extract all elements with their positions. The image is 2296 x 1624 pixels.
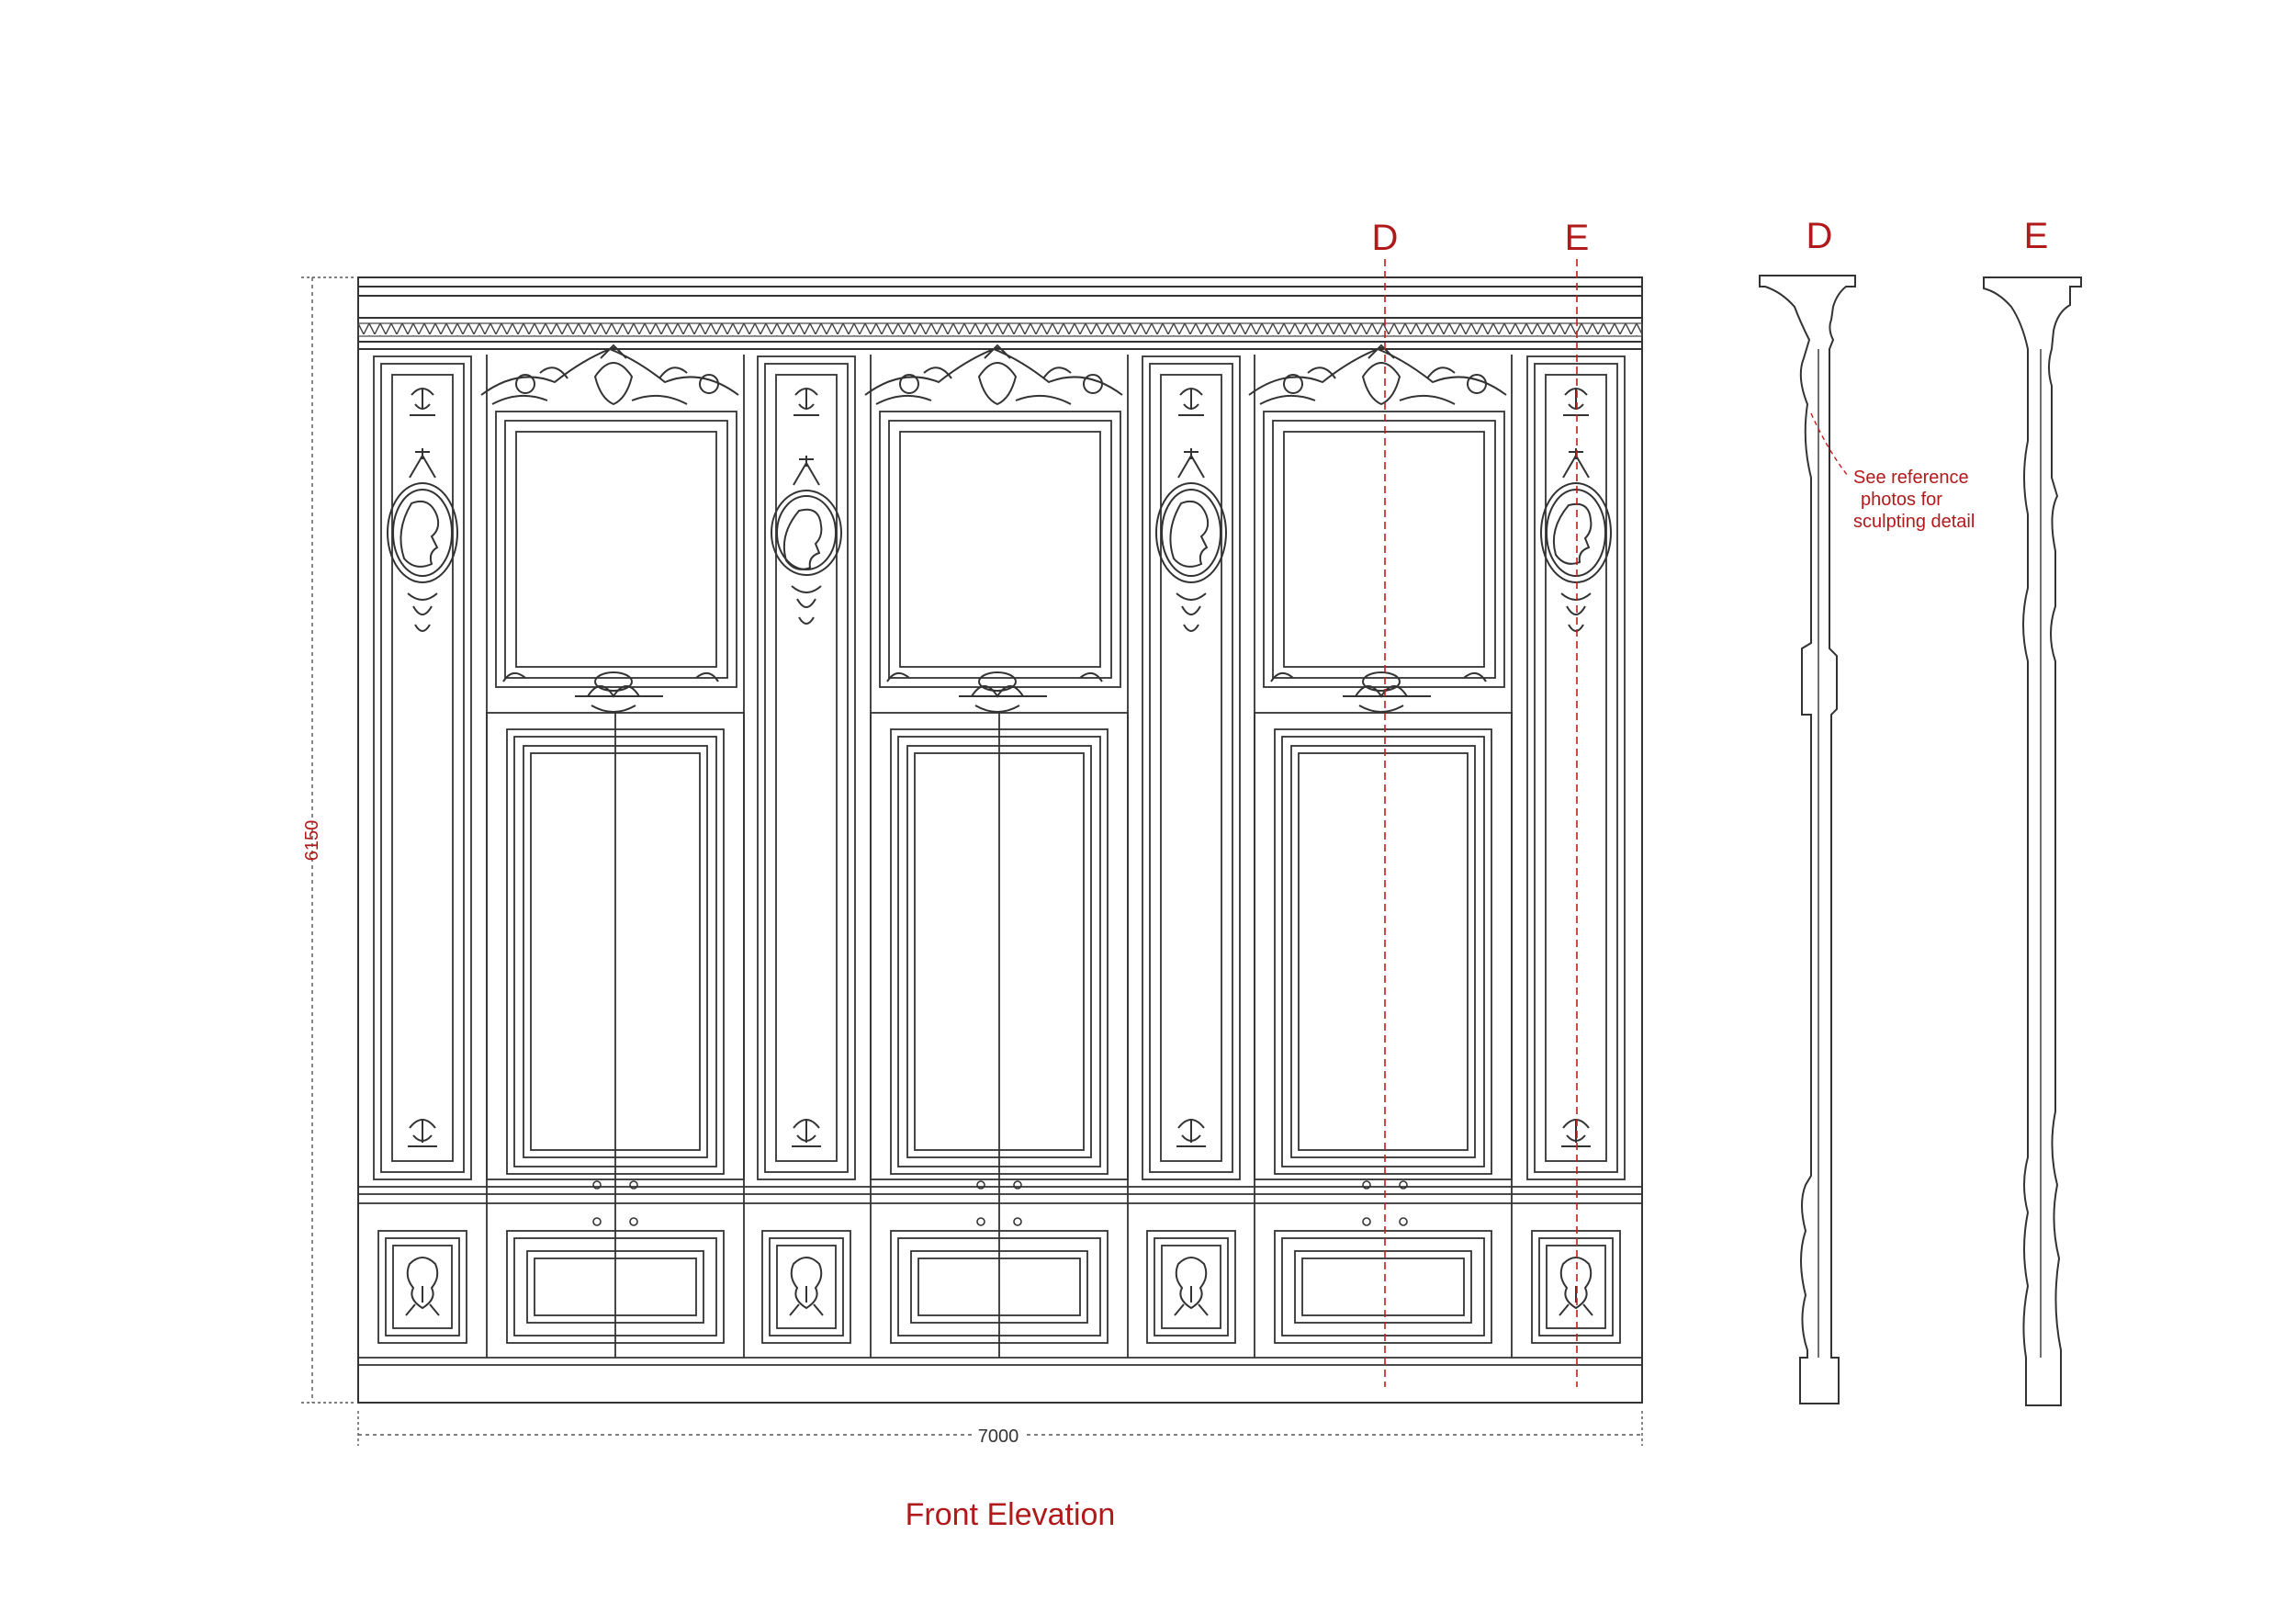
width-dimension-label: 7000 <box>978 1427 1019 1447</box>
section-profile-e <box>1983 276 2082 1406</box>
note-line-3: sculpting detail <box>1853 512 1975 532</box>
section-cut-lines <box>1384 259 1578 1387</box>
note-line-2: photos for <box>1861 490 1942 510</box>
note-leader <box>1810 412 1849 477</box>
height-dimension-label: 6150 <box>302 820 322 862</box>
section-marker-e-elevation: E <box>1565 218 1590 258</box>
section-marker-d-elevation: D <box>1372 218 1399 258</box>
pilaster-ornaments <box>408 388 1591 1147</box>
medallions <box>387 448 1612 632</box>
wall-frame <box>358 355 1642 1366</box>
door-panels <box>486 712 1513 1358</box>
width-label-mask <box>972 1424 1023 1446</box>
section-profile-d <box>1759 275 1856 1404</box>
pilaster-panels <box>373 355 1626 1180</box>
cornice <box>357 276 1643 1404</box>
mirror-frames <box>495 411 1505 688</box>
mirror-crests <box>480 344 1507 713</box>
section-marker-d-profile: D <box>1806 216 1833 256</box>
note-line-1: See reference <box>1853 468 1969 488</box>
drawing-title: Front Elevation <box>906 1497 1116 1532</box>
height-dimension <box>301 276 356 1404</box>
dado-rosettes <box>405 1257 1593 1316</box>
section-marker-e-profile: E <box>2024 216 2049 256</box>
door-knobs <box>592 1180 1408 1226</box>
dado-panels <box>377 1230 1621 1344</box>
